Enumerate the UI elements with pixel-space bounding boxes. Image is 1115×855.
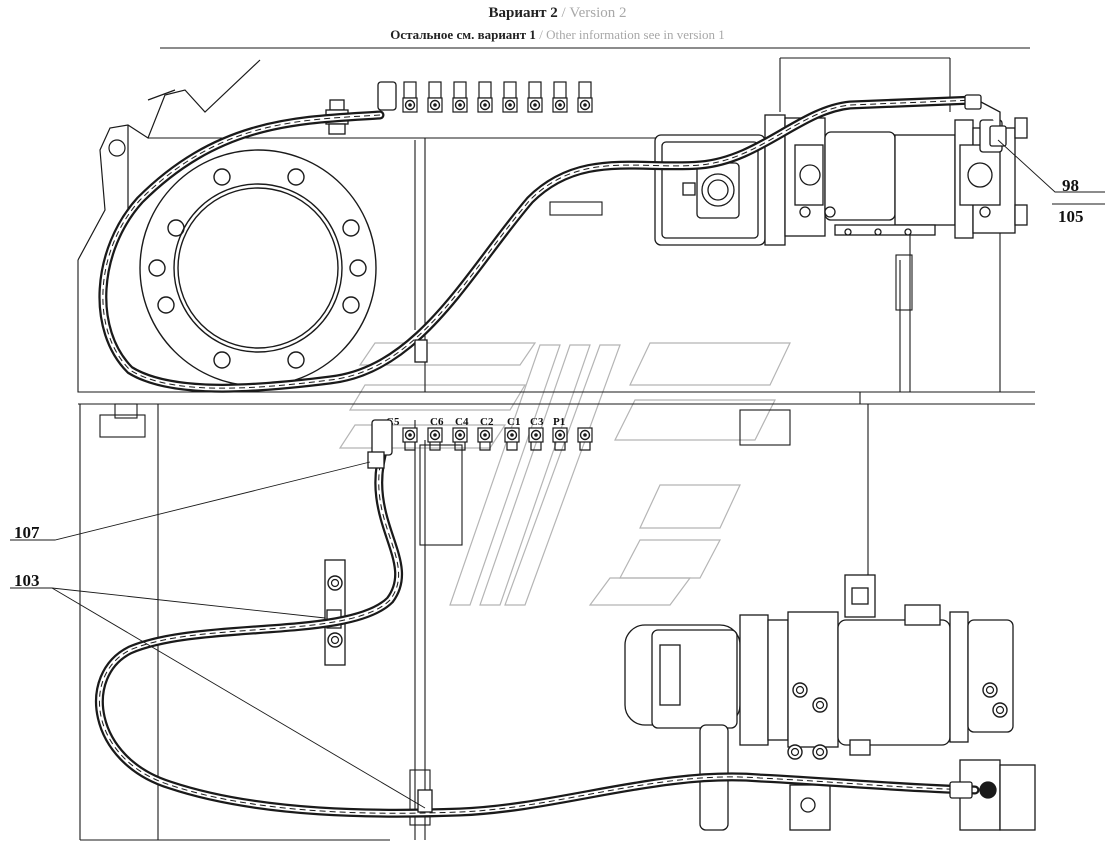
subtitle-ru: Остальное см. вариант 1	[390, 27, 536, 42]
title-ru: Вариант 2	[488, 5, 558, 21]
watermark-logo	[338, 342, 791, 606]
port-label-c2: C2	[480, 416, 494, 428]
subtitle-separator: /	[535, 27, 547, 42]
frame-upper	[77, 47, 1035, 405]
upper-pump-assembly	[654, 114, 1028, 246]
upper-hose	[98, 95, 980, 393]
title-en: Version 2	[569, 5, 627, 21]
lower-hose-end-fittings	[367, 419, 997, 813]
port-label-p1: P1	[553, 416, 565, 428]
lower-hose	[95, 440, 980, 818]
lower-pump-assembly	[624, 574, 1036, 831]
callout-107: 107	[14, 523, 40, 542]
drawing-subtitle: Остальное см. вариант 1 / Other informat…	[0, 27, 1115, 43]
frame-lower	[79, 403, 869, 841]
port-label-c3: C3	[530, 416, 544, 428]
leader-lines	[10, 139, 1105, 809]
lower-port-fittings	[402, 427, 593, 451]
upper-hose-end-fittings	[414, 94, 1007, 363]
subtitle-en: Other information see in version 1	[546, 27, 725, 42]
callout-98: 98	[1062, 176, 1079, 195]
title-separator: /	[557, 5, 570, 21]
hose-clamp-bracket	[324, 559, 346, 666]
port-label-c6: C6	[430, 416, 444, 428]
callout-103: 103	[14, 571, 40, 590]
mounting-bracket	[77, 59, 261, 261]
drawing-title: Вариант 2 / Version 2	[0, 5, 1115, 22]
upper-port-fittings	[325, 81, 593, 135]
port-label-c1: C1	[507, 416, 520, 428]
port-label-c4: C4	[455, 416, 469, 428]
callout-105: 105	[1058, 207, 1084, 226]
flange-disc	[139, 149, 377, 387]
